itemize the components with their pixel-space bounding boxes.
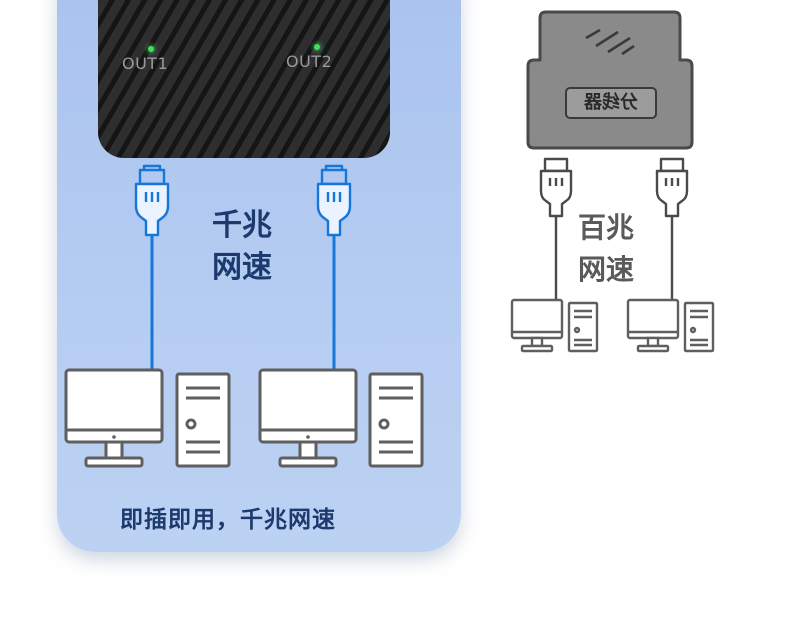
fast-splitter-device xyxy=(526,10,694,150)
port1-led xyxy=(148,46,154,52)
gray-tower-right-icon xyxy=(683,301,715,353)
gigabit-speed-line2: 网速 xyxy=(212,250,272,285)
port2-led xyxy=(314,44,320,50)
gray-connector-right-icon xyxy=(655,157,689,218)
monitor-left-icon xyxy=(64,368,164,468)
rj45-connector-left-icon xyxy=(134,164,170,237)
gray-connector-left-icon xyxy=(539,157,573,218)
monitor-right-icon xyxy=(258,368,358,468)
gray-monitor-right-icon xyxy=(626,298,680,353)
gray-monitor-left-icon xyxy=(510,298,564,353)
fast-speed-line1: 百兆 xyxy=(578,211,635,244)
gigabit-splitter-device: OUT1 OUT2 xyxy=(98,0,390,158)
gigabit-footer-caption: 即插即用，千兆网速 xyxy=(120,507,336,533)
port2-label: OUT2 xyxy=(286,52,333,71)
tower-left-icon xyxy=(175,372,231,468)
fast-speed-line2: 网速 xyxy=(578,253,635,286)
fast-splitter-label: 分线器 xyxy=(584,92,638,113)
gigabit-speed-line1: 千兆 xyxy=(212,208,272,243)
port1-label: OUT1 xyxy=(122,54,169,73)
tower-right-icon xyxy=(368,372,424,468)
rj45-connector-right-icon xyxy=(316,164,352,237)
gray-tower-left-icon xyxy=(567,301,599,353)
device-texture xyxy=(98,0,390,158)
